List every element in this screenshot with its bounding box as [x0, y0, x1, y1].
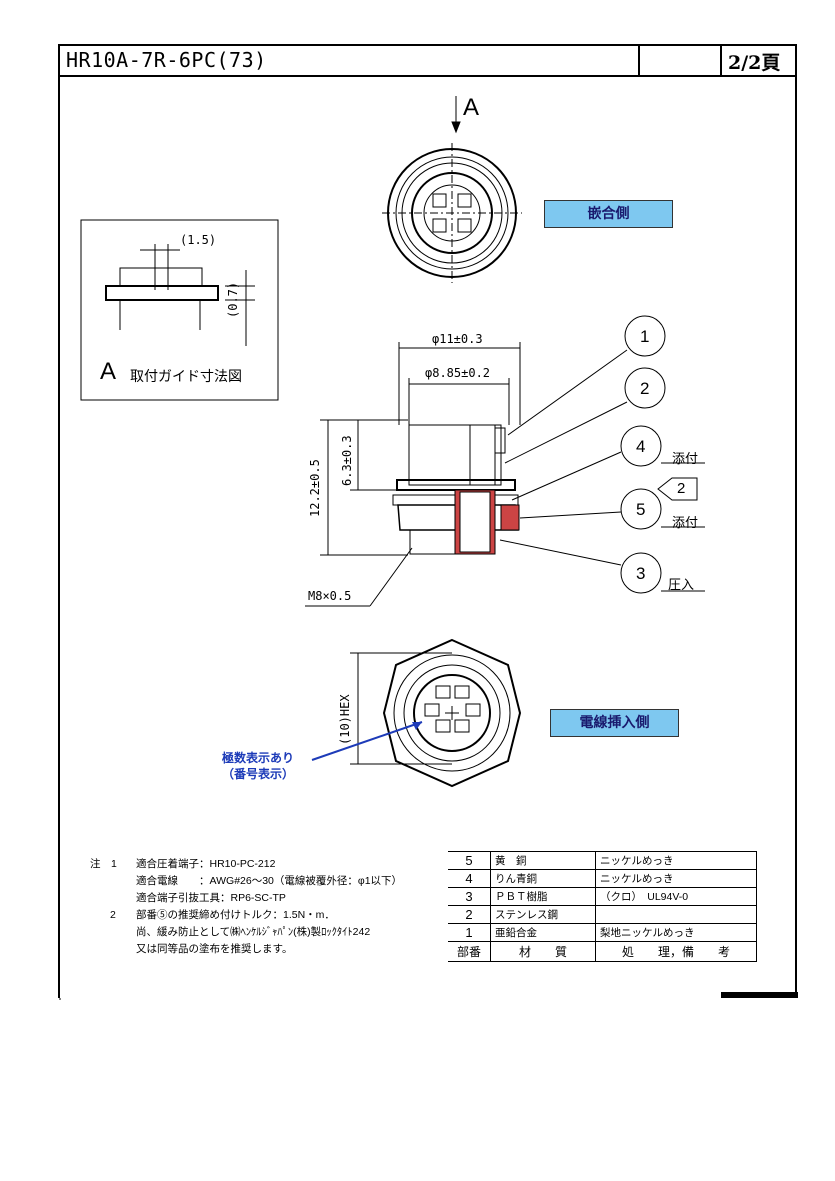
mounting-guide-figure: [105, 244, 255, 346]
callout-note: 添付: [672, 515, 699, 530]
mating-side-badge: 嵌合側: [544, 200, 673, 228]
dim-hex: (10)HEX: [338, 694, 352, 745]
part-number-title: HR10A-7R-6PC(73): [66, 48, 267, 72]
pin-note-leader: [311, 721, 423, 761]
mating-face-view: [382, 143, 522, 283]
torque-flag: 2: [677, 480, 686, 497]
dim-outer-diameter: φ11±0.3: [432, 332, 483, 346]
callout-number: 4: [636, 437, 646, 456]
note-line: 適合電線 ：AWG#26～30（電線被覆外径：φ1以下）: [136, 875, 403, 887]
note-line: 適合圧着端子：HR10-PC-212: [136, 858, 276, 870]
dim-thread: M8×0.5: [308, 589, 352, 603]
callout-number: 2: [640, 379, 650, 398]
guide-title-letter: A: [100, 358, 117, 385]
dim-body-height: 6.3±0.3: [340, 435, 354, 486]
page-number: 2/2頁: [728, 52, 781, 74]
title-bar: [58, 44, 797, 77]
callout-number: 1: [640, 327, 650, 346]
notes-prefix: 注 1: [90, 858, 117, 870]
pin-note-line1: 極数表示あり: [222, 751, 295, 765]
callout-note: 圧入: [668, 577, 695, 592]
mounting-guide-box: [80, 219, 279, 401]
side-view: [305, 342, 521, 607]
callout-number: 5: [636, 500, 646, 519]
title-divider: [638, 44, 640, 77]
callout-circles: [499, 315, 705, 594]
title-divider: [720, 44, 722, 77]
wire-side-view: [350, 638, 522, 788]
wire-side-badge: 電線挿入側: [550, 709, 679, 737]
guide-title-text: 取付ガイド寸法図: [130, 368, 242, 384]
guide-dim-top: (1.5): [180, 233, 217, 247]
note-line: 部番⑤の推奨締め付けトルク：1.5N・m．: [136, 909, 335, 921]
callout-number: 3: [636, 564, 646, 583]
dim-total-height: 12.2±0.5: [308, 459, 322, 517]
note-line: 又は同等品の塗布を推奨します。: [136, 943, 293, 955]
view-a-label: A: [463, 94, 480, 121]
note-line: 適合端子引抜工具：RP6-SC-TP: [136, 892, 286, 904]
table-header-row: 部番材 質処 理，備 考: [448, 941, 757, 962]
drawing-frame: [58, 44, 797, 998]
guide-dim-side: (0.7): [226, 281, 240, 318]
note-flag: 2: [110, 909, 116, 921]
note-line: 尚、緩み防止として㈱ﾍﾝｹﾙｼﾞｬﾊﾟﾝ(株)製ﾛｯｸﾀｲﾄ242: [136, 926, 371, 938]
pin-note-line2: （番号表示）: [222, 767, 295, 781]
frame-corner-bar: [721, 992, 798, 998]
dim-inner-diameter: φ8.85±0.2: [425, 366, 491, 380]
notes-block: 注 1 適合圧着端子：HR10-PC-212 適合電線 ：AWG#26～30（電線…: [90, 856, 402, 958]
callout-note: 添付: [672, 451, 699, 466]
